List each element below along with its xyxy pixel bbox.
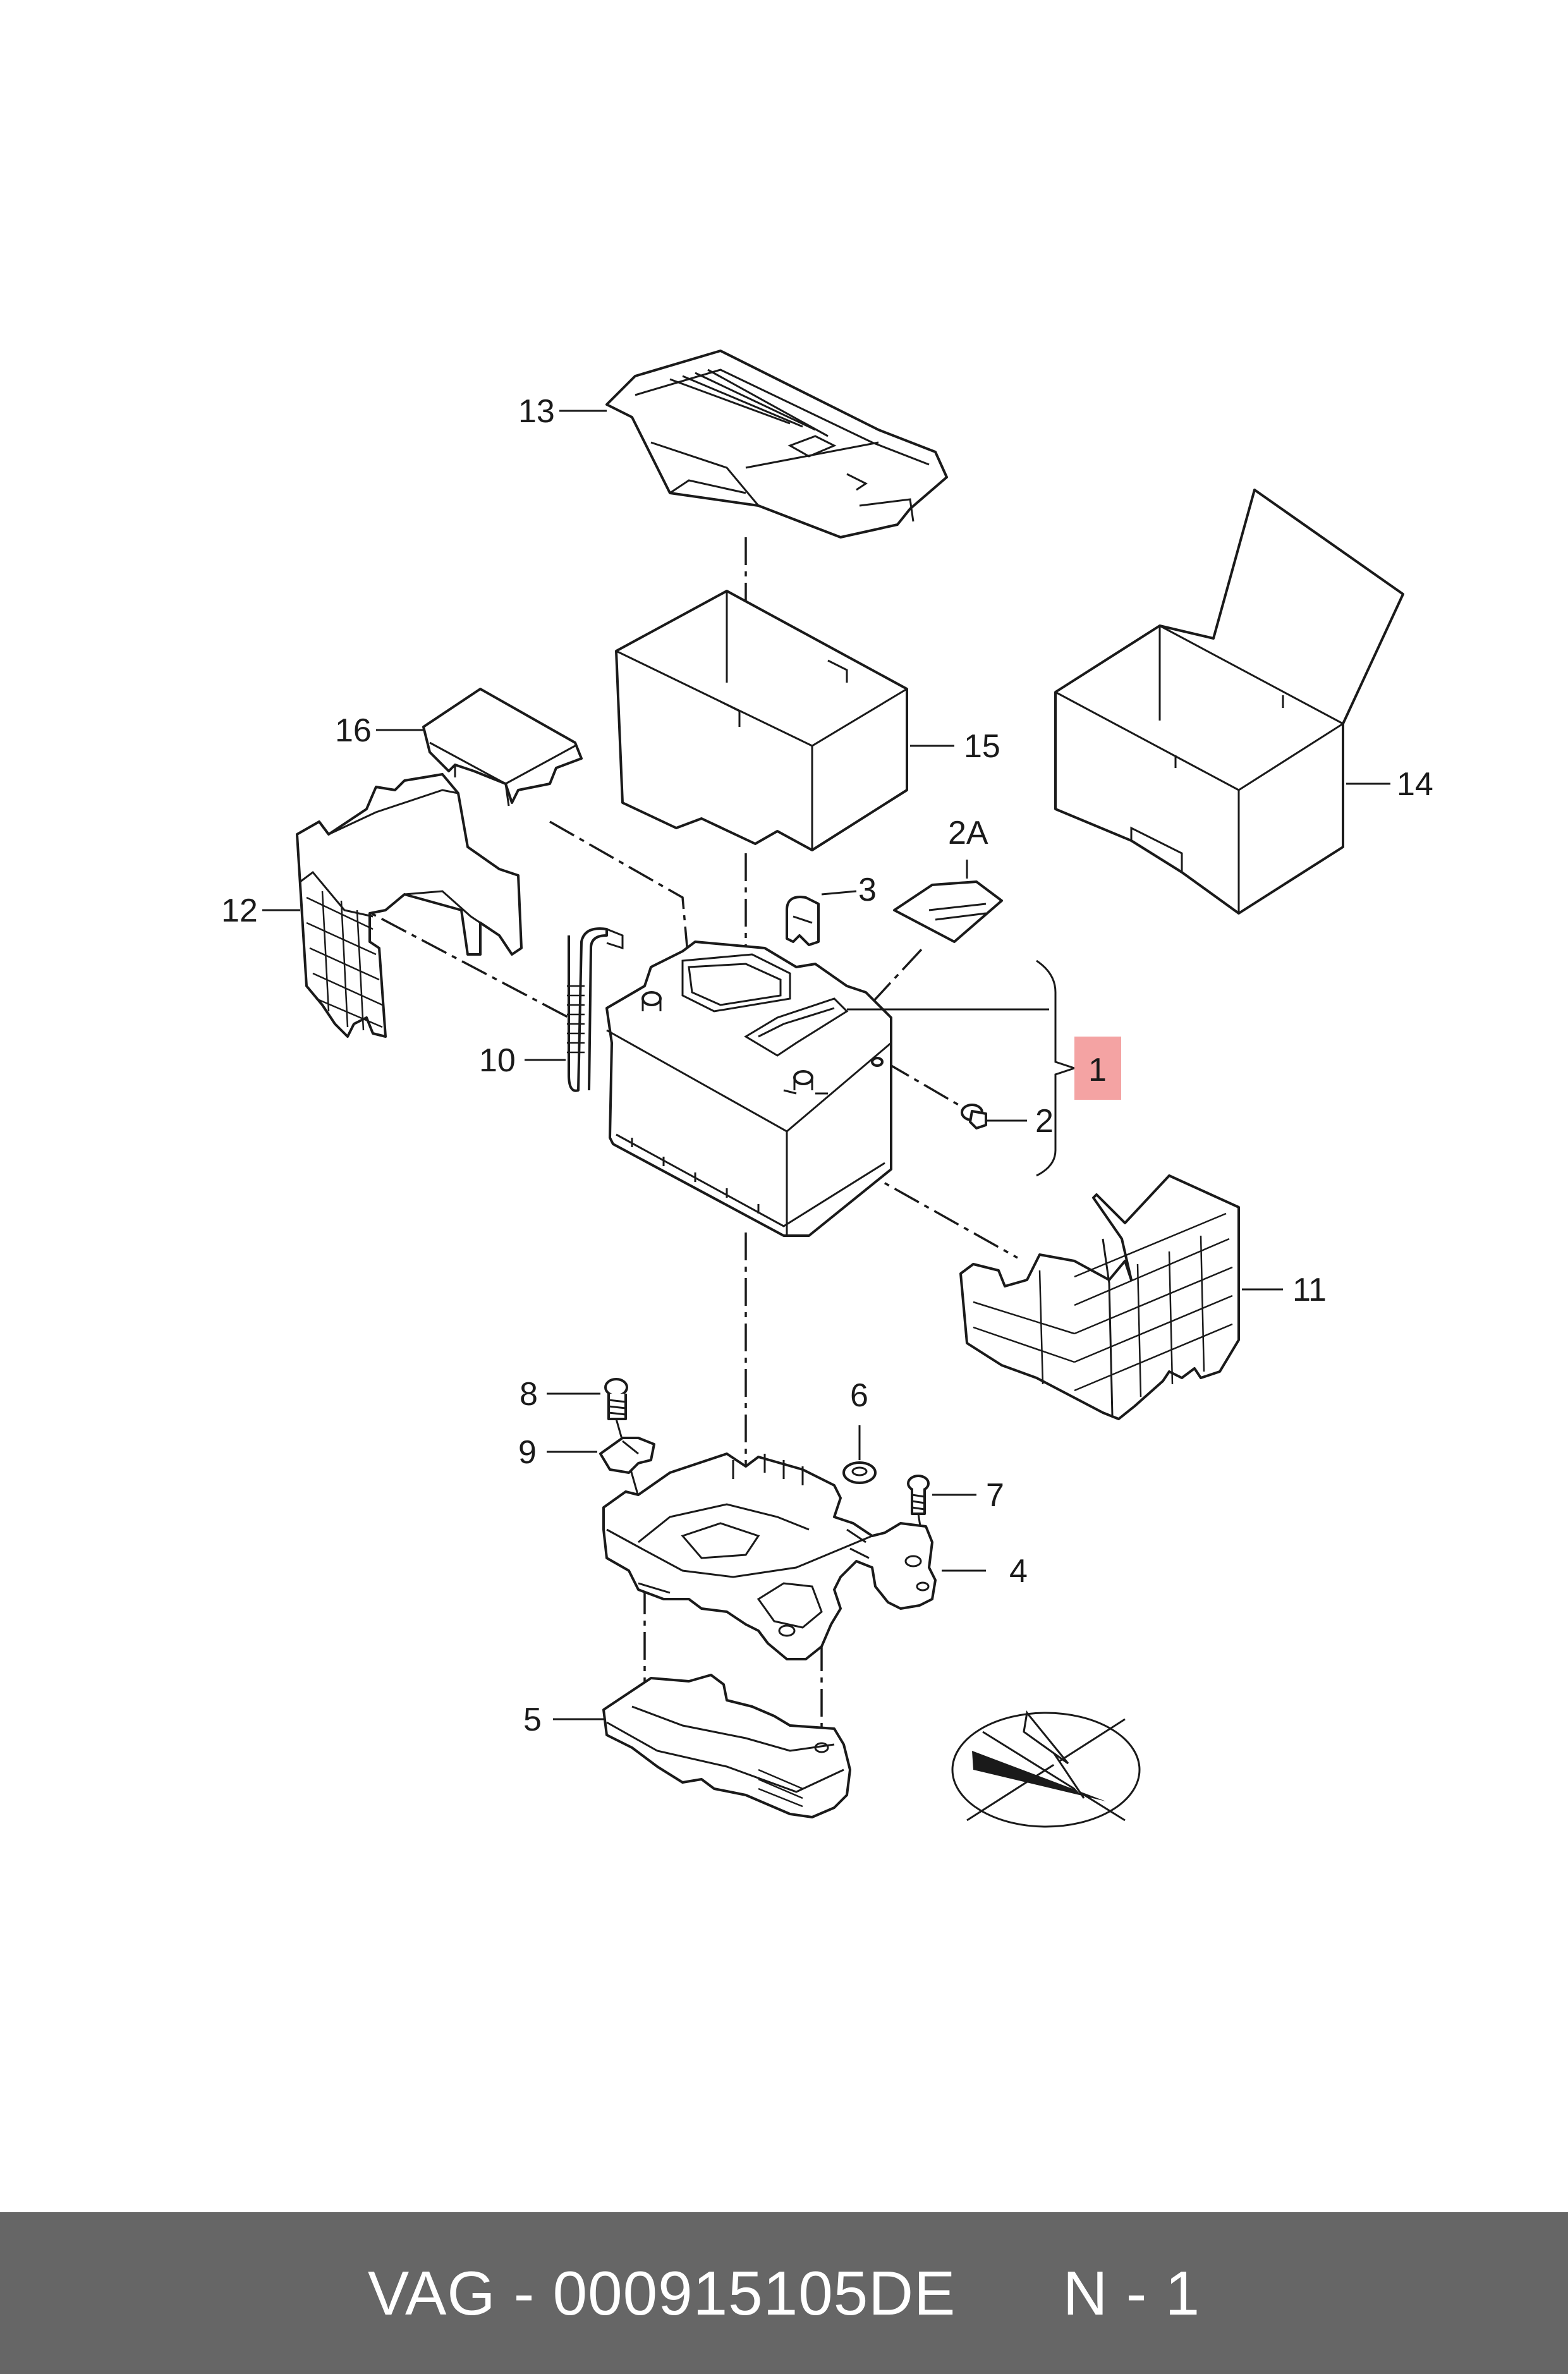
callout-leaders (262, 410, 1390, 1720)
callout-10: 10 (479, 1042, 516, 1079)
callout-2: 2 (1035, 1103, 1054, 1140)
footer-part-number: 000915105DE (552, 2258, 956, 2328)
part-number-footer: VAG - 000915105DE N - 1 (0, 2212, 1568, 2374)
part-2a-label (893, 880, 1003, 943)
part-6-washer (842, 1461, 877, 1484)
callout-15: 15 (964, 728, 1000, 765)
callout-9: 9 (518, 1434, 537, 1471)
callout-6: 6 (850, 1377, 868, 1414)
part-13-battery-cover (605, 350, 948, 539)
footer-separator: - (495, 2258, 553, 2328)
footer-position: N - 1 (1062, 2258, 1201, 2328)
footer-caption: VAG - 000915105DE N - 1 (368, 2258, 1200, 2329)
callout-7: 7 (986, 1477, 1004, 1514)
callout-4: 4 (1009, 1553, 1028, 1590)
part-7-bolt (907, 1475, 930, 1543)
north-arrow-icon (951, 1710, 1141, 1828)
callout-2a: 2A (948, 815, 988, 851)
callout-11: 11 (1292, 1272, 1327, 1308)
footer-gap (956, 2258, 1062, 2328)
callout-labels: 13 16 15 14 12 2A 3 10 1 2 11 8 9 6 7 4 … (221, 393, 1433, 1738)
part-11-heat-shield (959, 1174, 1240, 1420)
part-4-battery-tray (602, 1452, 937, 1660)
part-16-terminal-cap (422, 688, 583, 807)
callout-1: 1 (1088, 1052, 1107, 1088)
footer-brand: VAG (367, 2258, 496, 2328)
callout-8: 8 (520, 1376, 538, 1413)
callout-bracket-1 (1036, 959, 1121, 1177)
callout-12: 12 (221, 892, 258, 929)
part-15-insulation-sleeve (615, 590, 908, 851)
exploded-parts-diagram: 13 16 15 14 12 2A 3 10 1 2 11 8 9 6 7 4 … (221, 350, 1433, 1828)
callout-3: 3 (858, 872, 877, 908)
part-12-side-cover (296, 773, 523, 1038)
part-3-terminal-cover (786, 896, 820, 946)
part-1-battery (605, 940, 892, 1237)
part-14-packaging-box (1054, 489, 1404, 915)
callout-16: 16 (335, 712, 372, 749)
part-5-tray-support (602, 1674, 851, 1818)
callout-5: 5 (523, 1701, 542, 1738)
part-9-clamp (599, 1437, 655, 1474)
callout-14: 14 (1397, 766, 1433, 803)
part-2-plug (961, 1104, 987, 1129)
part-10-vent-hose (567, 927, 624, 1092)
callout-13: 13 (518, 393, 555, 430)
